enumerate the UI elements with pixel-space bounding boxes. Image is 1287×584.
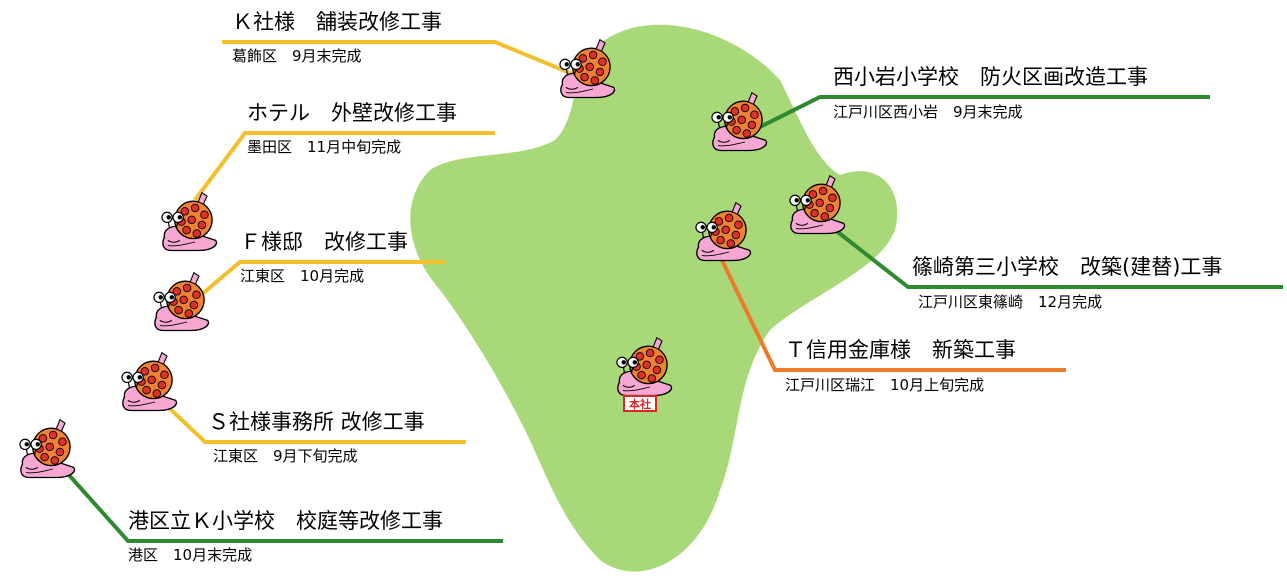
project-subtitle: 葛飾区 9月末完成 [232, 47, 362, 65]
project-subtitle: 江戸川区東篠崎 12月完成 [918, 293, 1103, 311]
project-title: Ｓ社様事務所 改修工事 [208, 410, 425, 434]
project-title: 篠崎第三小学校 改築(建替)工事 [912, 255, 1223, 279]
project-subtitle: 江東区 9月下旬完成 [213, 447, 358, 465]
project-title: 港区立Ｋ小学校 校庭等改修工事 [128, 509, 443, 533]
snail-icon[interactable] [153, 272, 210, 332]
snail-icon[interactable] [19, 419, 76, 479]
project-title: ホテル 外壁改修工事 [247, 101, 457, 125]
connector-line [222, 40, 576, 77]
project-title: Ｆ様邸 改修工事 [240, 230, 408, 254]
project-title: 西小岩小学校 防火区画改造工事 [833, 65, 1148, 89]
map-land [410, 24, 898, 572]
snail-icon[interactable] [161, 192, 218, 252]
hq-badge [623, 395, 657, 412]
project-subtitle: 江東区 10月完成 [240, 267, 365, 285]
snail-icon[interactable] [121, 352, 178, 412]
connector-line [193, 131, 495, 202]
hq-badge-label: 本社 [629, 397, 651, 411]
connector-line [193, 260, 446, 302]
project-subtitle: 江戸川区瑞江 10月上旬完成 [785, 376, 985, 394]
connector-line [757, 95, 1210, 130]
connector-line [58, 463, 503, 543]
project-subtitle: 港区 10月末完成 [128, 546, 253, 564]
connector-line [823, 220, 1283, 289]
connector-line [715, 249, 1066, 372]
project-title: Ｋ社様 舗装改修工事 [232, 10, 442, 34]
project-subtitle: 江戸川区西小岩 9月末完成 [833, 103, 1023, 121]
project-title: Ｔ信用金庫様 新築工事 [785, 338, 1016, 362]
project-subtitle: 墨田区 11月中旬完成 [247, 138, 402, 156]
